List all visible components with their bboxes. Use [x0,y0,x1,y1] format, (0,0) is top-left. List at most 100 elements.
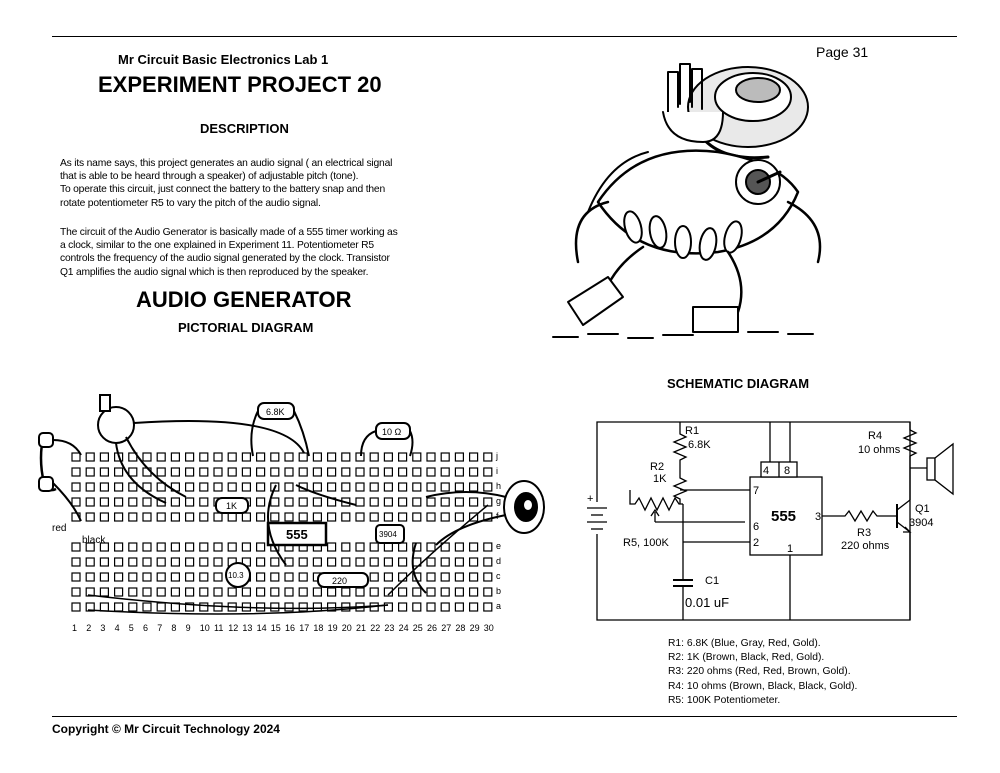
breadboard-hole [256,512,266,522]
breadboard-hole [142,512,152,522]
wire-label-red: red [52,523,66,534]
breadboard-hole [85,542,95,552]
breadboard-hole [185,497,195,507]
breadboard-hole [369,542,379,552]
breadboard-hole [454,602,464,612]
breadboard-hole [327,512,337,522]
breadboard-hole [227,452,237,462]
resistor-r1-label: 6.8K [266,407,285,417]
pin-6-label: 6 [753,521,759,533]
breadboard-hole [71,467,81,477]
speaker-symbol [926,457,936,481]
column-number: 5 [129,623,134,633]
breadboard-hole [327,542,337,552]
breadboard-hole [199,572,209,582]
capacitor-icon [225,562,251,588]
breadboard-hole [156,572,166,582]
column-number: 24 [399,623,409,633]
breadboard-hole [284,572,294,582]
column-number: 7 [157,623,162,633]
column-number: 6 [143,623,148,633]
breadboard-hole [156,512,166,522]
breadboard-hole [327,587,337,597]
breadboard-hole [398,512,408,522]
breadboard-hole [284,452,294,462]
column-number: 4 [115,623,120,633]
column-number: 2 [86,623,91,633]
breadboard-hole [298,557,308,567]
breadboard-hole [256,587,266,597]
breadboard-hole [128,557,138,567]
breadboard-hole [241,542,251,552]
row-label: e [496,541,501,551]
breadboard-hole [383,467,393,477]
capacitor-label: 10.3 [228,571,244,580]
description-line: As its name says, this project generates… [60,158,393,169]
ic-555-label: 555 [286,527,308,542]
breadboard-hole [327,602,337,612]
breadboard-hole [71,587,81,597]
breadboard-hole [213,452,223,462]
breadboard-hole [355,512,365,522]
r4-name-label: R4 [868,430,882,442]
breadboard-hole [128,587,138,597]
row-label: h [496,481,501,491]
breadboard-hole [128,452,138,462]
breadboard-hole [369,587,379,597]
breadboard-hole [398,482,408,492]
breadboard-hole [270,587,280,597]
breadboard-hole [398,557,408,567]
breadboard-hole [241,467,251,477]
column-number: 9 [186,623,191,633]
breadboard-hole [213,482,223,492]
breadboard-hole [85,602,95,612]
breadboard-hole [483,542,493,552]
breadboard-hole [369,572,379,582]
breadboard-hole [369,557,379,567]
breadboard-hole [256,467,266,477]
q1-value-label: 3904 [909,517,933,529]
breadboard-hole [185,512,195,522]
breadboard-hole [85,482,95,492]
breadboard-hole [85,497,95,507]
breadboard-hole [412,497,422,507]
breadboard-hole [469,602,479,612]
breadboard-hole [142,587,152,597]
breadboard-hole [383,512,393,522]
breadboard-hole [170,497,180,507]
breadboard-hole [469,467,479,477]
breadboard-hole [71,602,81,612]
breadboard-hole [128,497,138,507]
row-label: c [496,571,501,581]
r1-name-label: R1 [685,425,699,437]
pin-1-label: 1 [787,543,793,555]
top-rule [52,36,957,37]
breadboard-hole [256,557,266,567]
breadboard-hole [99,587,110,597]
breadboard-hole [312,482,322,492]
breadboard-hole [85,467,95,477]
breadboard-hole [327,452,337,462]
description-line: a clock, similar to the one explained in… [60,240,374,252]
breadboard-hole [412,587,422,597]
breadboard-hole [341,587,351,597]
breadboard-holes [71,452,493,612]
breadboard-hole [241,512,251,522]
breadboard-hole [312,557,322,567]
breadboard-hole [256,497,266,507]
breadboard-hole [298,587,308,597]
breadboard-hole [241,587,251,597]
r2-name-label: R2 [650,461,664,473]
breadboard-hole [355,467,365,477]
breadboard-hole [85,557,95,567]
breadboard-hole [383,497,393,507]
transistor-label: 3904 [379,530,397,539]
pin-4-label: 4 [763,465,769,477]
breadboard-hole [71,557,81,567]
circuit-title: AUDIO GENERATOR [136,287,352,312]
row-label: i [496,466,498,476]
breadboard-hole [454,572,464,582]
breadboard-hole [284,467,294,477]
breadboard-hole [199,587,209,597]
breadboard-hole [170,467,180,477]
